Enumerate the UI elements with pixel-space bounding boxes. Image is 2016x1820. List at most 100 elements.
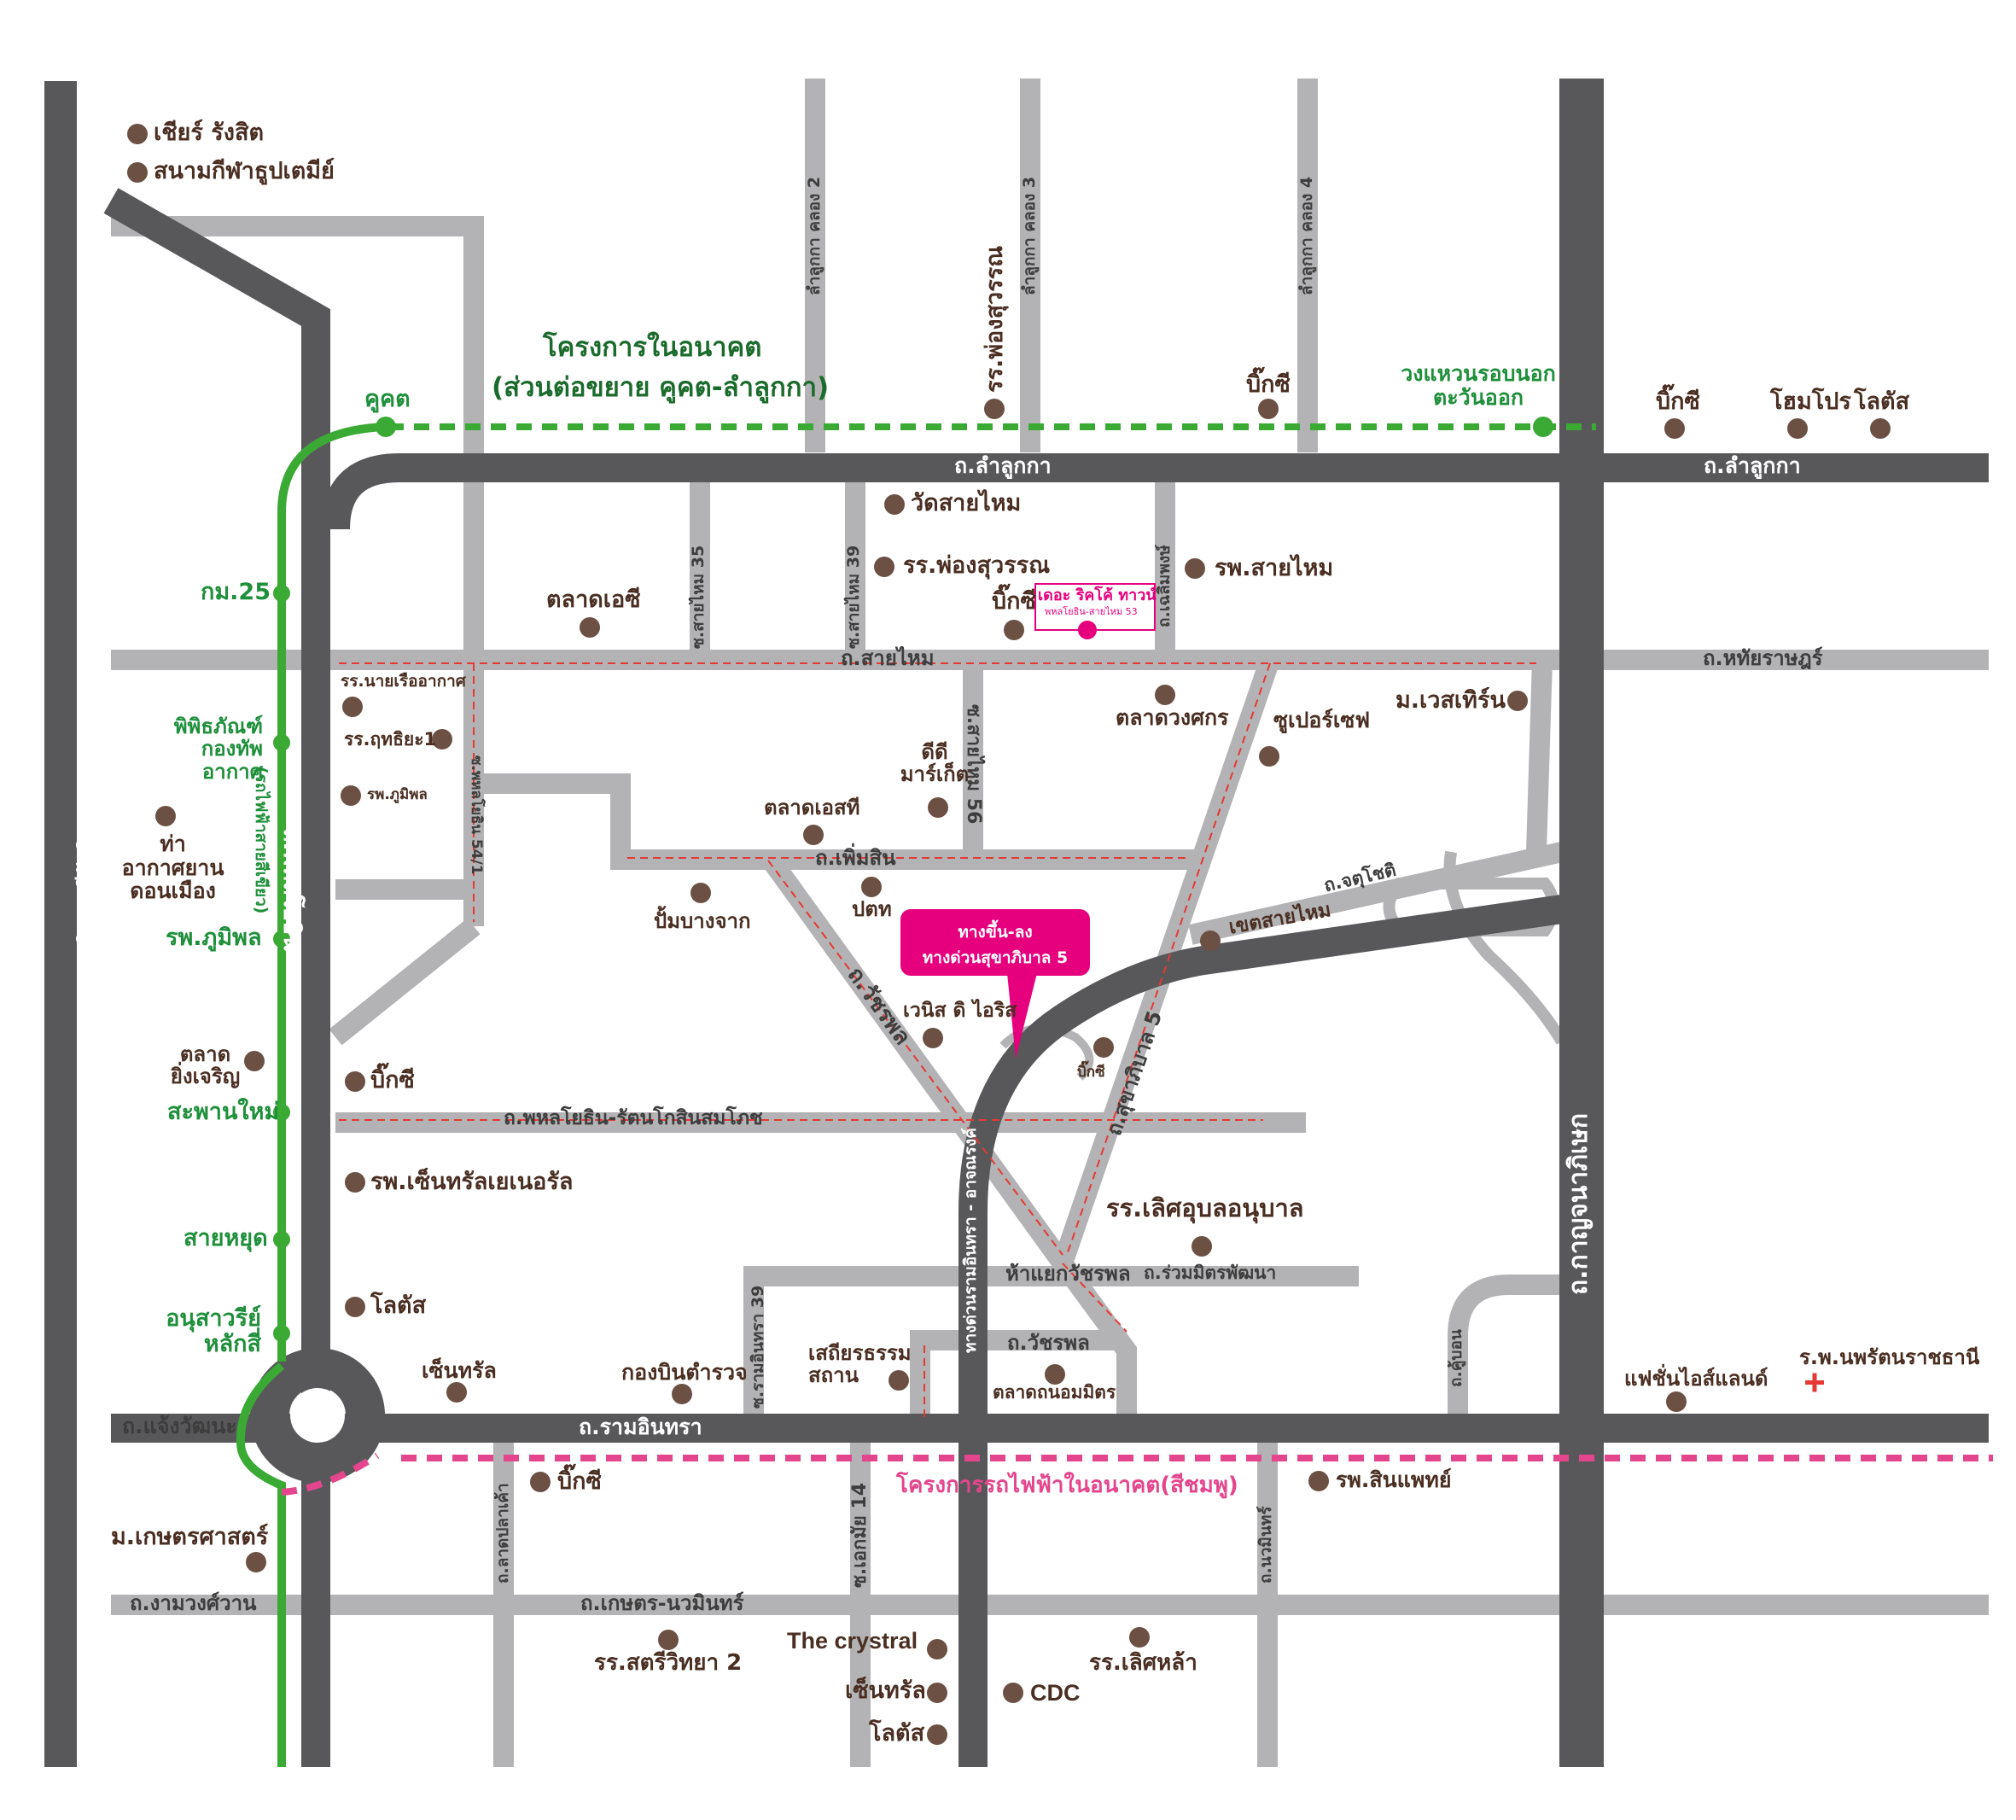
landmark-bigc-saimai: บิ๊กซี [992,588,1036,615]
hospital-cross-icon [1805,1373,1824,1392]
landmark-saimai-hospital: รพ.สายไหม [1215,555,1334,581]
landmark-dot [874,557,894,577]
landmark-dot [345,1172,365,1193]
landmark-dot [580,617,600,638]
road-label-lamlukka-e: ถ.ลำลูกกา [1704,453,1801,478]
road-label-watcharaphon-s: ถ.วัชรพล [1007,1331,1090,1355]
station-dot-bhumibol [273,930,290,948]
landmark-st-market: ตลาดเอสที [764,796,860,820]
road-label-khubon: ถ.คู้บอน [1447,1329,1465,1387]
landmark-ac-market: ตลาดเอซี [546,586,641,613]
landmark-the-crystal: The crystral [787,1628,918,1654]
minor-road-watch-loop [910,1330,1127,1417]
green-line-track [277,423,387,1362]
station-label-saiyud: สายหยุด [184,1225,268,1251]
road-label-vibhavadi: ถ.วิภาวดีรังสิต [74,822,101,967]
road-label-phahon54: ซ.พหลโยธิน 54/1 [468,755,485,875]
station-label-bhumibol: รพ.ภูมิพล [166,925,262,951]
landmark-lertubon-school: รร.เลิศอุบลอนุบาล [1106,1193,1304,1222]
landmark-dot [672,1384,692,1404]
landmark-bhumibol-hospital-small: รพ.ภูมิพล [367,786,428,803]
road-label-expressway: ทางด่วนรามอินทรา - อาจณรงค์ [961,1128,980,1353]
landmark-lotus-ne: โลตัส [1854,388,1910,415]
road-label-khlong2: ลำลูกกา คลอง 2 [805,176,824,295]
road-label-ram-intra: ถ.รามอินทรา [579,1415,702,1439]
landmark-dot [889,1370,909,1391]
landmark-dot [244,1051,265,1071]
station-dot-saphanmai [273,1104,290,1121]
landmark-bigc-n: บิ๊กซี [1246,371,1291,398]
road-label-ramintra39: ซ.รามอินทรา 39 [749,1285,767,1409]
landmark-bigc-sukhaphiban: บิ๊กซี [1077,1064,1105,1081]
green-line-group [236,423,1596,1767]
landmark-dot [341,785,361,806]
landmark-synphaet-hospital: รพ.สินแพทย์ [1336,1467,1452,1492]
landmark-dot [884,494,905,515]
landmark-wat-saimai: วัดสายไหม [911,490,1022,516]
landmark-satriwithaya2: รร.สตรีวิทยา 2 [594,1650,743,1676]
landmark-dd-market: ดีดี มาร์เก็ต [900,740,970,787]
landmark-dot [345,1071,365,1092]
landmark-ptt: ปตท [852,897,892,921]
landmark-central-south: เซ็นทรัล [845,1677,926,1704]
landmark-dot [1045,1364,1065,1385]
landmark-dot [127,162,148,183]
landmark-western-univ: ม.เวสเทิร์น [1395,687,1506,714]
outer-ring-label: วงแหวนรอบนอก ตะวันออก [1401,361,1556,410]
landmark-dot [345,1297,365,1317]
station-label-km25: กม.25 [201,579,271,605]
interchange-ramp [1443,850,1568,1045]
landmark-air-academy: รร.นายเรืออากาศ [341,672,466,691]
project-logo-box [1034,583,1156,631]
landmark-venice-iris: เวนิส ดิ ไอริส [903,1000,1017,1022]
landmark-dot [1192,1236,1212,1257]
landmark-dot [927,1639,947,1660]
road-label-ngam-wong-wan: ถ.งามวงศ์วาน [130,1591,257,1615]
landmark-bigc-ne: บิ๊กซี [1656,388,1700,415]
main-roads [44,79,1989,1767]
landmark-lotus-south: โลตัส [869,1720,925,1747]
road-label-kaset-nawamin: ถ.เกษตร-นวมินทร์ [580,1591,744,1615]
flow-watch-s [1062,1263,1127,1333]
landmark-nopparat-hospital: ร.พ.นพรัตนราชธานี [1799,1345,1980,1369]
road-label-chaeng-watthana: ถ.แจ้งวัฒนะ [122,1414,237,1438]
landmark-supersave: ซูเปอร์เซฟ [1273,708,1371,732]
station-dot-museum [273,734,290,751]
roundabout-centre [290,1388,345,1443]
green-line-south [236,1362,286,1767]
station-dots [273,417,1553,1342]
minor-road-khubon [1448,1275,1572,1417]
landmark-dot [928,797,948,818]
landmark-donmueang-airport: ท่าอากาศยาน ดอนเมือง [121,831,224,903]
landmark-police-aviation: กองบินตำรวจ [621,1360,748,1385]
station-label-museum: พิพิธภัณฑ์ กองทัพอากาศ [173,715,263,784]
road-label-chaloem: ถ.เฉลิมพงษ์ [1155,545,1174,627]
callout-line1: ทางขึ้น-ลง [958,923,1033,942]
road-label-saimai: ถ.สายไหม [841,646,935,670]
traffic-flow-arrows [339,662,1536,1417]
road-label-latplakhao: ถ.ลาดปลาเค้า [493,1483,512,1584]
landmark-bigc-phahon: บิ๊กซี [370,1067,415,1094]
minor-road-permsin [474,773,1195,870]
road-label-soi35: ซ.สายไหม 35 [689,545,708,649]
landmark-sathira-dhammasathan: เสถียรธรรม สถาน [808,1341,912,1388]
landmark-dot [342,697,363,717]
landmark-dot [1664,418,1685,439]
landmark-dot [1507,691,1528,711]
landmark-phongsuwan-school: รร.พ่องสุวรรณ [903,552,1051,579]
landmark-dot [658,1630,679,1650]
landmark-fashion-island: แฟชั่นไอส์แลนด์ [1624,1367,1768,1391]
landmark-dot [1259,746,1279,767]
landmark-bigc-laksi: บิ๊กซี [557,1468,602,1495]
road-label-permsin: ถ.เพิ่มสิน [815,846,896,870]
station-dot-laksi [273,1325,290,1342]
landmark-central-general-hospital: รพ.เซ็นทรัลเยเนอรัล [370,1169,574,1195]
minor-road-chatuchot [1188,842,1564,945]
project-subtitle: พหลโยธิน-สายไหม 53 [1045,606,1138,617]
landmark-dot [1666,1391,1687,1412]
landmark-dot [446,1382,467,1403]
road-label-nawamin: ถ.นวมินทร์ [1256,1506,1275,1584]
landmark-dot [432,729,452,750]
station-dot-outer-ring [1533,417,1553,437]
